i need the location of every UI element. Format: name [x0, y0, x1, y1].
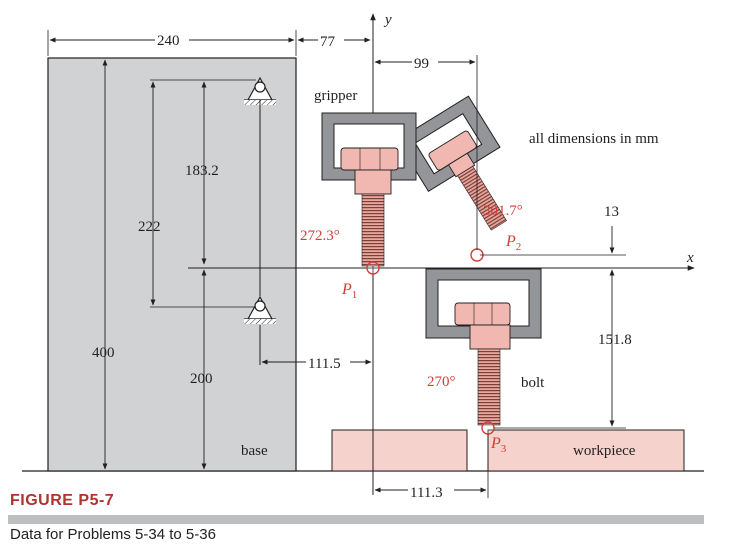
label-base: base [241, 443, 268, 459]
caption-divider [8, 515, 704, 524]
dim-99: 99 [414, 56, 429, 72]
dim-400: 400 [92, 345, 115, 361]
dim-77: 77 [320, 34, 336, 50]
dim-222: 222 [138, 219, 161, 235]
label-gripper: gripper [314, 88, 357, 104]
gripper-tilted [396, 95, 507, 231]
label-p1: P1 [341, 281, 357, 301]
axis-y-label: y [383, 12, 392, 28]
dim-183-2: 183.2 [185, 163, 219, 179]
angle-272-3: 272.3° [300, 228, 340, 244]
angle-270: 270° [427, 374, 456, 390]
point-p3-marker [481, 421, 495, 435]
dim-200: 200 [190, 371, 213, 387]
dim-13: 13 [604, 204, 619, 220]
base-block [47, 57, 297, 472]
label-units-note: all dimensions in mm [529, 131, 659, 147]
axis-x-label: x [686, 250, 694, 266]
gripper-bottom [425, 268, 542, 426]
workpiece-left [331, 429, 468, 472]
label-workpiece: workpiece [573, 443, 636, 459]
bolt-shank [477, 348, 501, 426]
gripper-upright [321, 112, 417, 267]
point-p1-marker [366, 261, 380, 275]
pivot-bottom-icon [244, 295, 276, 324]
angle-301-7: 301.7° [483, 203, 523, 219]
dim-240: 240 [157, 33, 180, 49]
label-p2: P2 [505, 233, 521, 253]
figure-caption: Data for Problems 5-34 to 5-36 [10, 526, 216, 543]
figure-title: FIGURE P5-7 [10, 492, 115, 509]
dim-111-3: 111.3 [410, 485, 443, 501]
label-p3: P3 [490, 435, 507, 455]
dim-111-5: 111.5 [308, 356, 341, 372]
dim-151-8: 151.8 [598, 332, 632, 348]
label-bolt: bolt [521, 375, 545, 391]
